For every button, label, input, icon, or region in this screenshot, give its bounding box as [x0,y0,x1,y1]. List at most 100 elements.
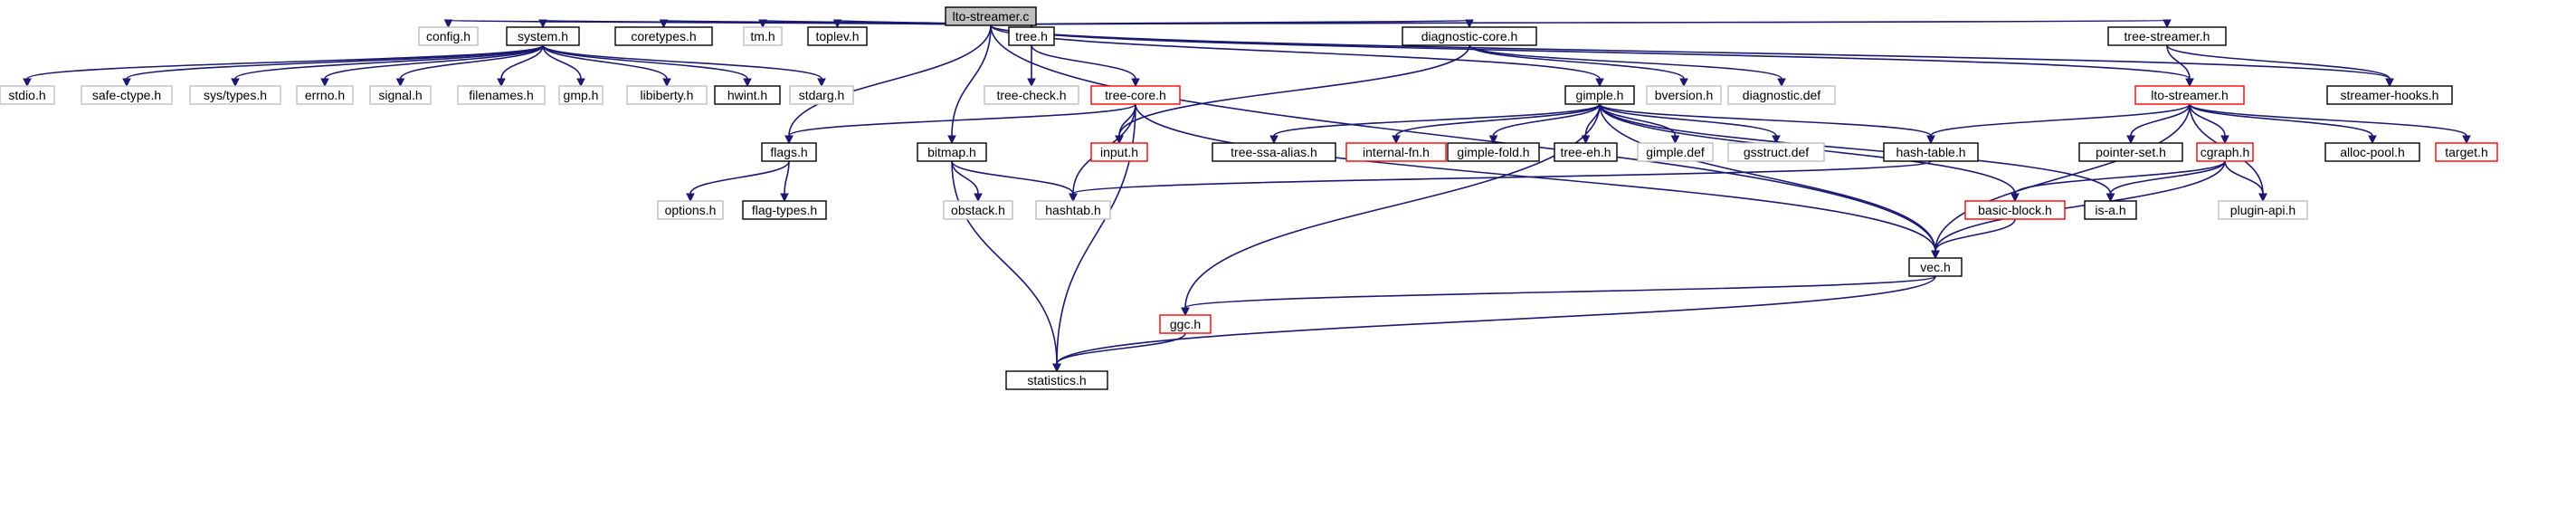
node-flags[interactable]: flags.h [761,142,817,162]
edge-vec-to-ggc [1184,275,1936,309]
node-label-bitmap: bitmap.h [927,145,976,159]
edge-system-to-gmp [542,44,582,80]
arrowhead-tree-to-treecore [1131,78,1140,88]
node-box-coretypes [614,26,713,46]
node-treecheck: tree-check.h [984,85,1079,105]
node-label-options: options.h [665,203,717,217]
node-coretypes[interactable]: coretypes.h [614,26,713,46]
arrowhead-gimple-to-treeeh [1581,135,1591,145]
node-treessaalias[interactable]: tree-ssa-alias.h [1212,142,1336,162]
node-box-hashtab [1035,200,1111,220]
node-cgraph[interactable]: cgraph.h [2196,142,2254,162]
edge-ltostreamer-to-allocpool [2189,103,2373,137]
edge-ltostreamer-to-hashtable [1930,103,2191,137]
edge-diagcore-to-bversion [1469,44,1685,80]
edge-root-to-vec [990,24,1936,252]
arrowhead-gimple-to-gsstruct [1772,135,1781,145]
edge-gimple-to-isa [1599,103,2112,195]
node-label-signal: signal.h [378,88,422,102]
edge-gimple-to-internalfn [1395,103,1601,137]
node-label-ltostreamer: lto-streamer.h [2151,88,2229,102]
arrowhead-ltostreamer-to-allocpool [2368,135,2377,145]
edge-bitmap-to-hashtab [951,160,1074,195]
edge-flags-to-options [689,160,790,195]
node-box-diagcore [1402,26,1537,46]
node-root[interactable]: lto-streamer.c [945,6,1037,26]
node-label-hashtab: hashtab.h [1045,203,1101,217]
arrowhead-root-to-config [443,19,453,29]
edge-system-to-safectype [126,44,544,80]
node-label-libiberty: libiberty.h [641,88,694,102]
node-input[interactable]: input.h [1090,142,1148,162]
edge-cgraph-to-vec [1934,160,2226,252]
node-label-gimple: gimple.h [1576,88,1624,102]
node-signal: signal.h [369,85,432,105]
node-hwint[interactable]: hwint.h [714,85,781,105]
arrowhead-root-to-bitmap [947,135,956,145]
node-ggc[interactable]: ggc.h [1159,314,1212,334]
node-treecore[interactable]: tree-core.h [1090,85,1181,105]
node-basicblock[interactable]: basic-block.h [1964,200,2066,220]
node-hashtable[interactable]: hash-table.h [1883,142,1979,162]
arrowhead-root-to-coretypes [659,19,669,29]
node-target[interactable]: target.h [2435,142,2498,162]
node-label-tree: tree.h [1015,29,1048,43]
edge-gimple-to-ggc [1184,103,1601,309]
edge-cgraph-to-basicblock [2014,160,2226,195]
node-box-signal [369,85,432,105]
edge-basicblock-to-vec [1934,218,2016,252]
node-isa[interactable]: is-a.h [2084,200,2137,220]
node-allocpool[interactable]: alloc-pool.h [2324,142,2420,162]
node-label-vec: vec.h [1920,260,1950,274]
arrowhead-gimple-to-gimpledef [1670,135,1680,145]
node-label-gimpledef: gimple.def [1646,145,1705,159]
node-box-errno [296,85,354,105]
node-bitmap[interactable]: bitmap.h [917,142,987,162]
edge-vec-to-statistics [1056,275,1936,365]
node-gimple[interactable]: gimple.h [1564,85,1635,105]
edge-root-to-treestreamer [990,19,2168,26]
node-diagcore[interactable]: diagnostic-core.h [1402,26,1537,46]
node-box-statistics [1005,370,1108,390]
node-ltostreamer[interactable]: lto-streamer.h [2134,85,2245,105]
node-flagtypes[interactable]: flag-types.h [742,200,827,220]
node-libiberty: libiberty.h [626,85,708,105]
node-internalfn[interactable]: internal-fn.h [1345,142,1447,162]
node-label-gmp: gmp.h [564,88,599,102]
arrowhead-diagcore-to-diagdef [1777,78,1786,88]
node-gimplefold[interactable]: gimple-fold.h [1447,142,1540,162]
node-obstack: obstack.h [943,200,1013,220]
node-box-ggc [1159,314,1212,334]
node-label-toplev: toplev.h [816,29,860,43]
node-label-streamerhooks: streamer-hooks.h [2341,88,2439,102]
edge-gimple-to-gimplefold [1492,103,1601,137]
node-box-obstack [943,200,1013,220]
edge-ltostreamer-to-pointerset [2130,103,2191,137]
node-toplev[interactable]: toplev.h [807,26,868,46]
node-box-config [418,26,479,46]
arrowhead-cgraph-to-pluginapi [2258,193,2267,203]
arrowhead-ltostreamer-to-hashtable [1926,135,1935,145]
node-tree[interactable]: tree.h [1008,26,1055,46]
node-gimpledef: gimple.def [1637,142,1714,162]
node-pointerset[interactable]: pointer-set.h [2078,142,2183,162]
node-vec[interactable]: vec.h [1908,257,1963,277]
node-treestreamer[interactable]: tree-streamer.h [2107,26,2227,46]
arrowhead-system-to-stdarg [817,78,826,88]
edge-cgraph-to-isa [2109,160,2226,195]
node-treeeh[interactable]: tree-eh.h [1554,142,1618,162]
node-streamerhooks[interactable]: streamer-hooks.h [2326,85,2453,105]
node-box-stdio [0,85,55,105]
node-label-hwint: hwint.h [727,88,767,102]
arrowhead-treestreamer-to-ltostreamer [2185,78,2194,88]
arrowhead-cgraph-to-basicblock [2010,193,2020,203]
node-label-input: input.h [1100,145,1138,159]
edge-treestreamer-to-ltostreamer [2166,44,2191,80]
node-label-basicblock: basic-block.h [1978,203,2052,217]
node-box-cgraph [2196,142,2254,162]
node-system[interactable]: system.h [506,26,580,46]
arrowhead-system-to-hwint [743,78,752,88]
node-statistics[interactable]: statistics.h [1005,370,1108,390]
node-box-toplev [807,26,868,46]
arrowhead-gimple-to-internalfn [1392,135,1401,145]
